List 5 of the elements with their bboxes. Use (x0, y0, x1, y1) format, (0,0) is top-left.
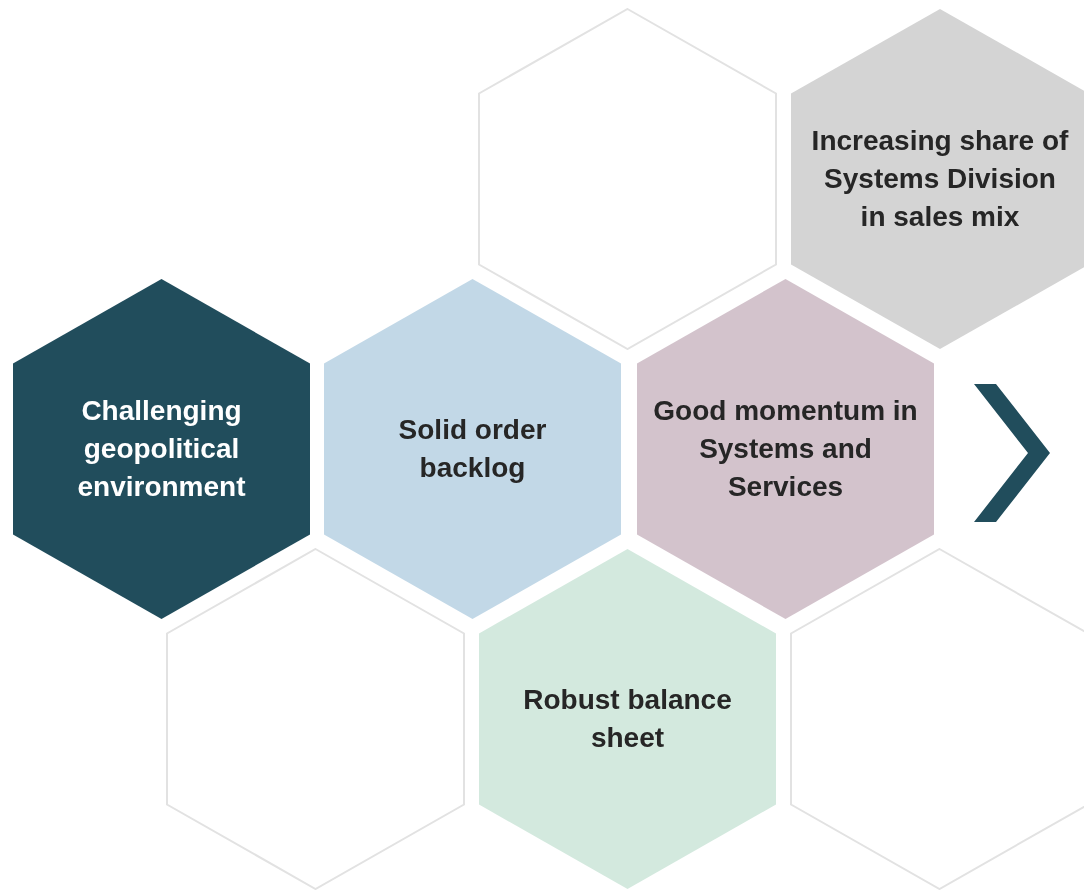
hexagon-label: Increasing share of Systems Division in sales mix (810, 124, 1070, 234)
hexagon-label: Good momentum in Systems and Services (652, 394, 919, 504)
hexagon-label: Solid order backlog (397, 413, 548, 485)
hexagon-label: Challenging geopolitical environment (76, 394, 247, 504)
hexagon-label: Robust balance sheet (522, 683, 733, 755)
